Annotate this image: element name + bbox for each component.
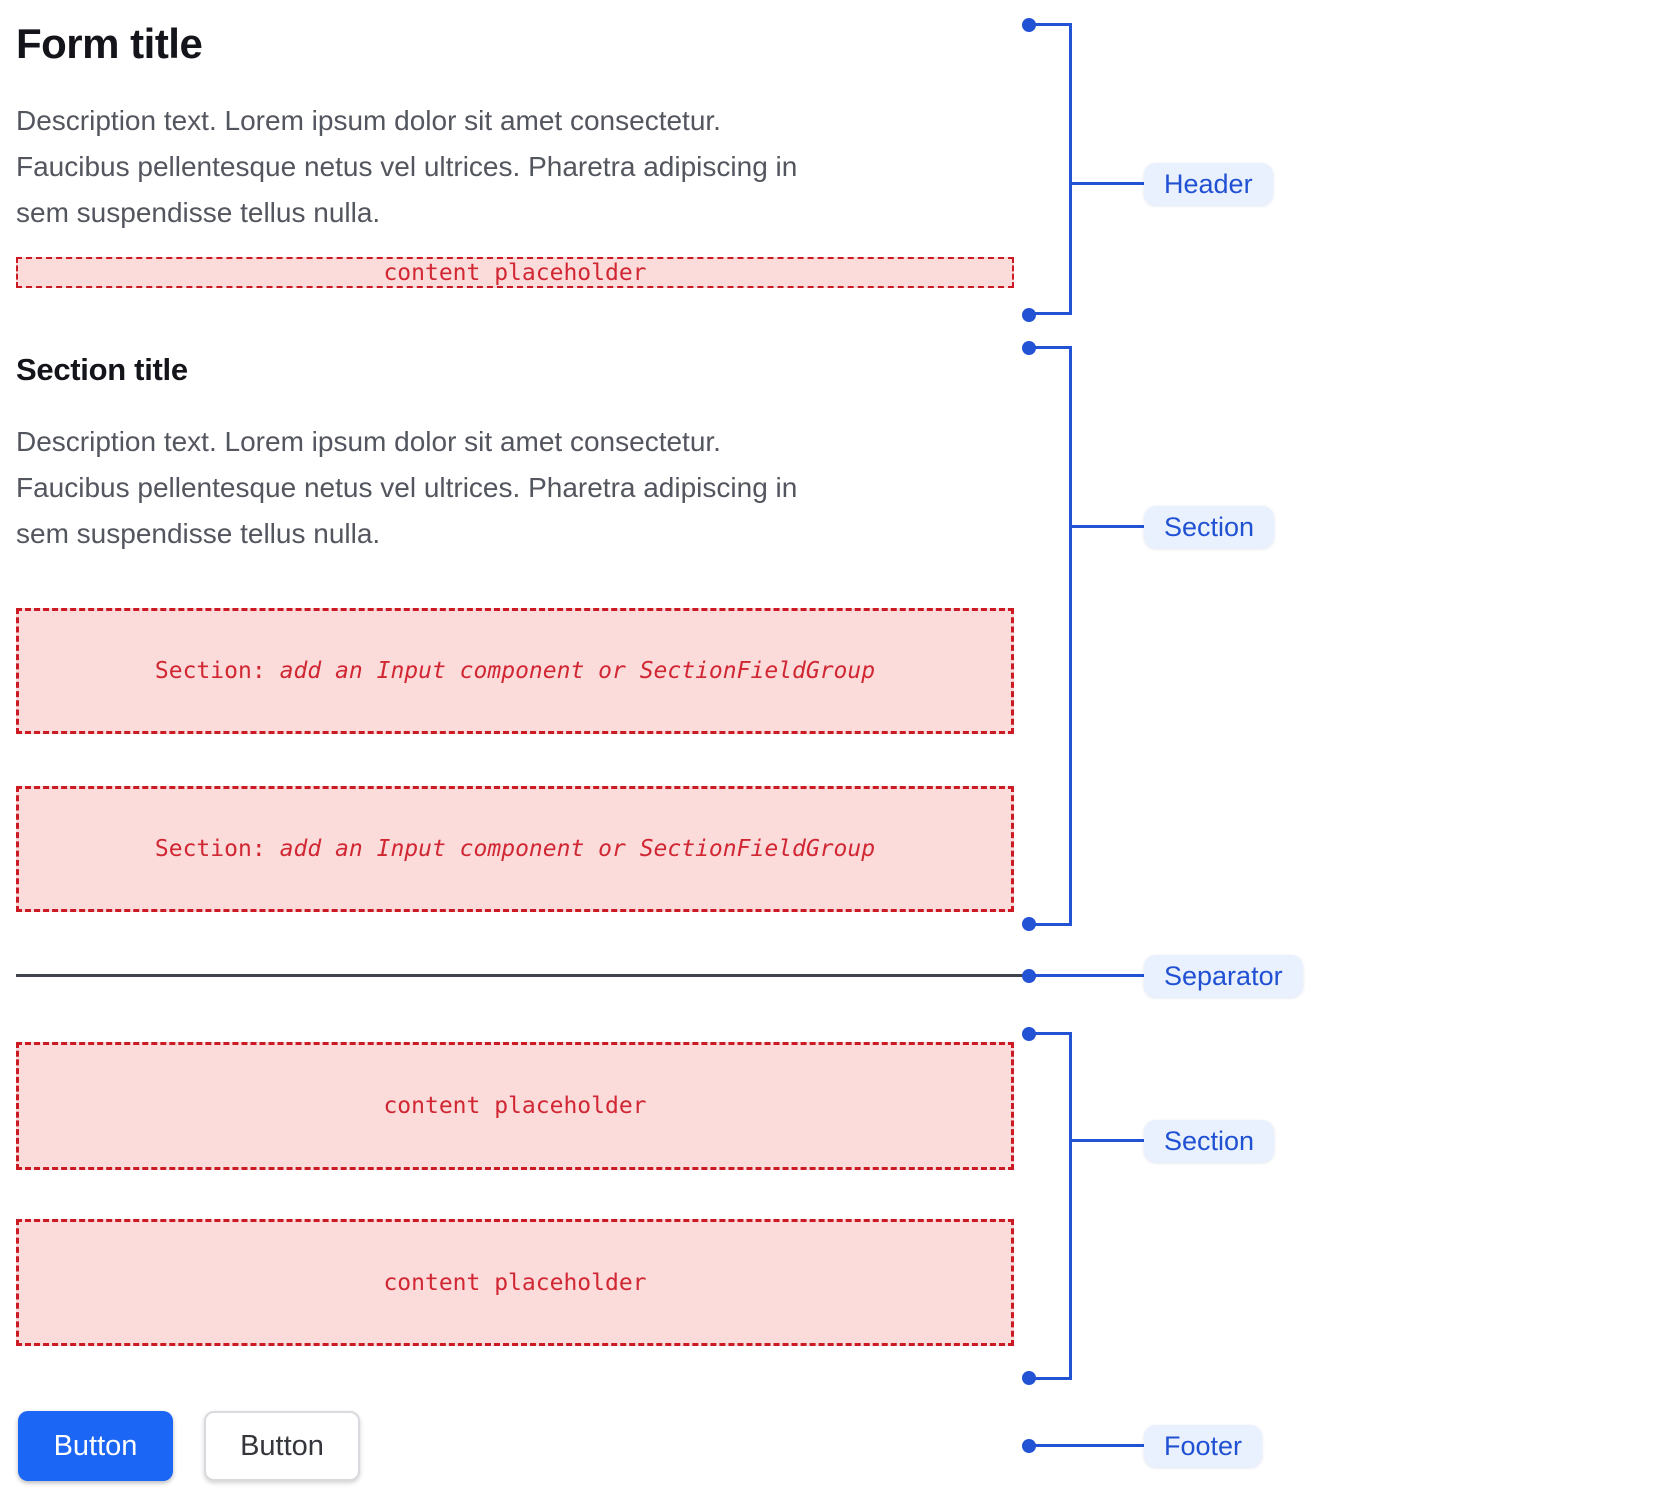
- section-bracket-line: [1030, 1032, 1072, 1380]
- footer-annotation-label: Footer: [1144, 1425, 1263, 1467]
- section-annotation-label: Section: [1144, 1120, 1275, 1162]
- annotation-dot: [1022, 969, 1036, 983]
- section-content-placeholder: content placeholder: [16, 1042, 1014, 1170]
- annotation-dot: [1022, 308, 1036, 322]
- form-description: Description text. Lorem ipsum dolor sit …: [16, 105, 798, 228]
- annotation-dot: [1022, 1371, 1036, 1385]
- placeholder-detail: add an Input component or SectionFieldGr…: [279, 836, 876, 862]
- primary-button[interactable]: Button: [18, 1411, 173, 1481]
- placeholder-label: content placeholder: [383, 1093, 647, 1119]
- separator-annotation-label: Separator: [1144, 955, 1303, 997]
- section-content-placeholder: content placeholder: [16, 1219, 1014, 1346]
- section-input-placeholder: Section: add an Input component or Secti…: [16, 608, 1014, 734]
- annotation-dot: [1022, 1439, 1036, 1453]
- placeholder-prefix: Section:: [154, 836, 266, 862]
- section-tick-line: [1072, 525, 1144, 528]
- section-annotation-label: Section: [1144, 506, 1275, 548]
- footer-tick-line: [1030, 1444, 1144, 1447]
- placeholder-prefix: Section:: [154, 658, 266, 684]
- separator-line: [16, 974, 1030, 977]
- placeholder-label: content placeholder: [383, 1269, 647, 1296]
- placeholder-label: content placeholder: [383, 259, 647, 286]
- header-annotation-label: Header: [1144, 163, 1273, 205]
- secondary-button[interactable]: Button: [204, 1411, 360, 1481]
- section-title: Section title: [16, 352, 188, 387]
- annotation-dot: [1022, 341, 1036, 355]
- annotation-dot: [1022, 1027, 1036, 1041]
- annotation-dot: [1022, 917, 1036, 931]
- section-description: Description text. Lorem ipsum dolor sit …: [16, 426, 798, 549]
- placeholder-detail: add an Input component or SectionFieldGr…: [279, 658, 876, 684]
- form-title: Form title: [16, 20, 203, 67]
- section-tick-line: [1072, 1139, 1144, 1142]
- separator-tick-line: [1030, 974, 1144, 977]
- section-bracket-line: [1030, 346, 1072, 926]
- annotation-dot: [1022, 18, 1036, 32]
- section-input-placeholder: Section: add an Input component or Secti…: [16, 786, 1014, 912]
- header-tick-line: [1072, 182, 1144, 185]
- header-content-placeholder: content placeholder: [16, 257, 1014, 288]
- header-bracket-line: [1030, 23, 1072, 315]
